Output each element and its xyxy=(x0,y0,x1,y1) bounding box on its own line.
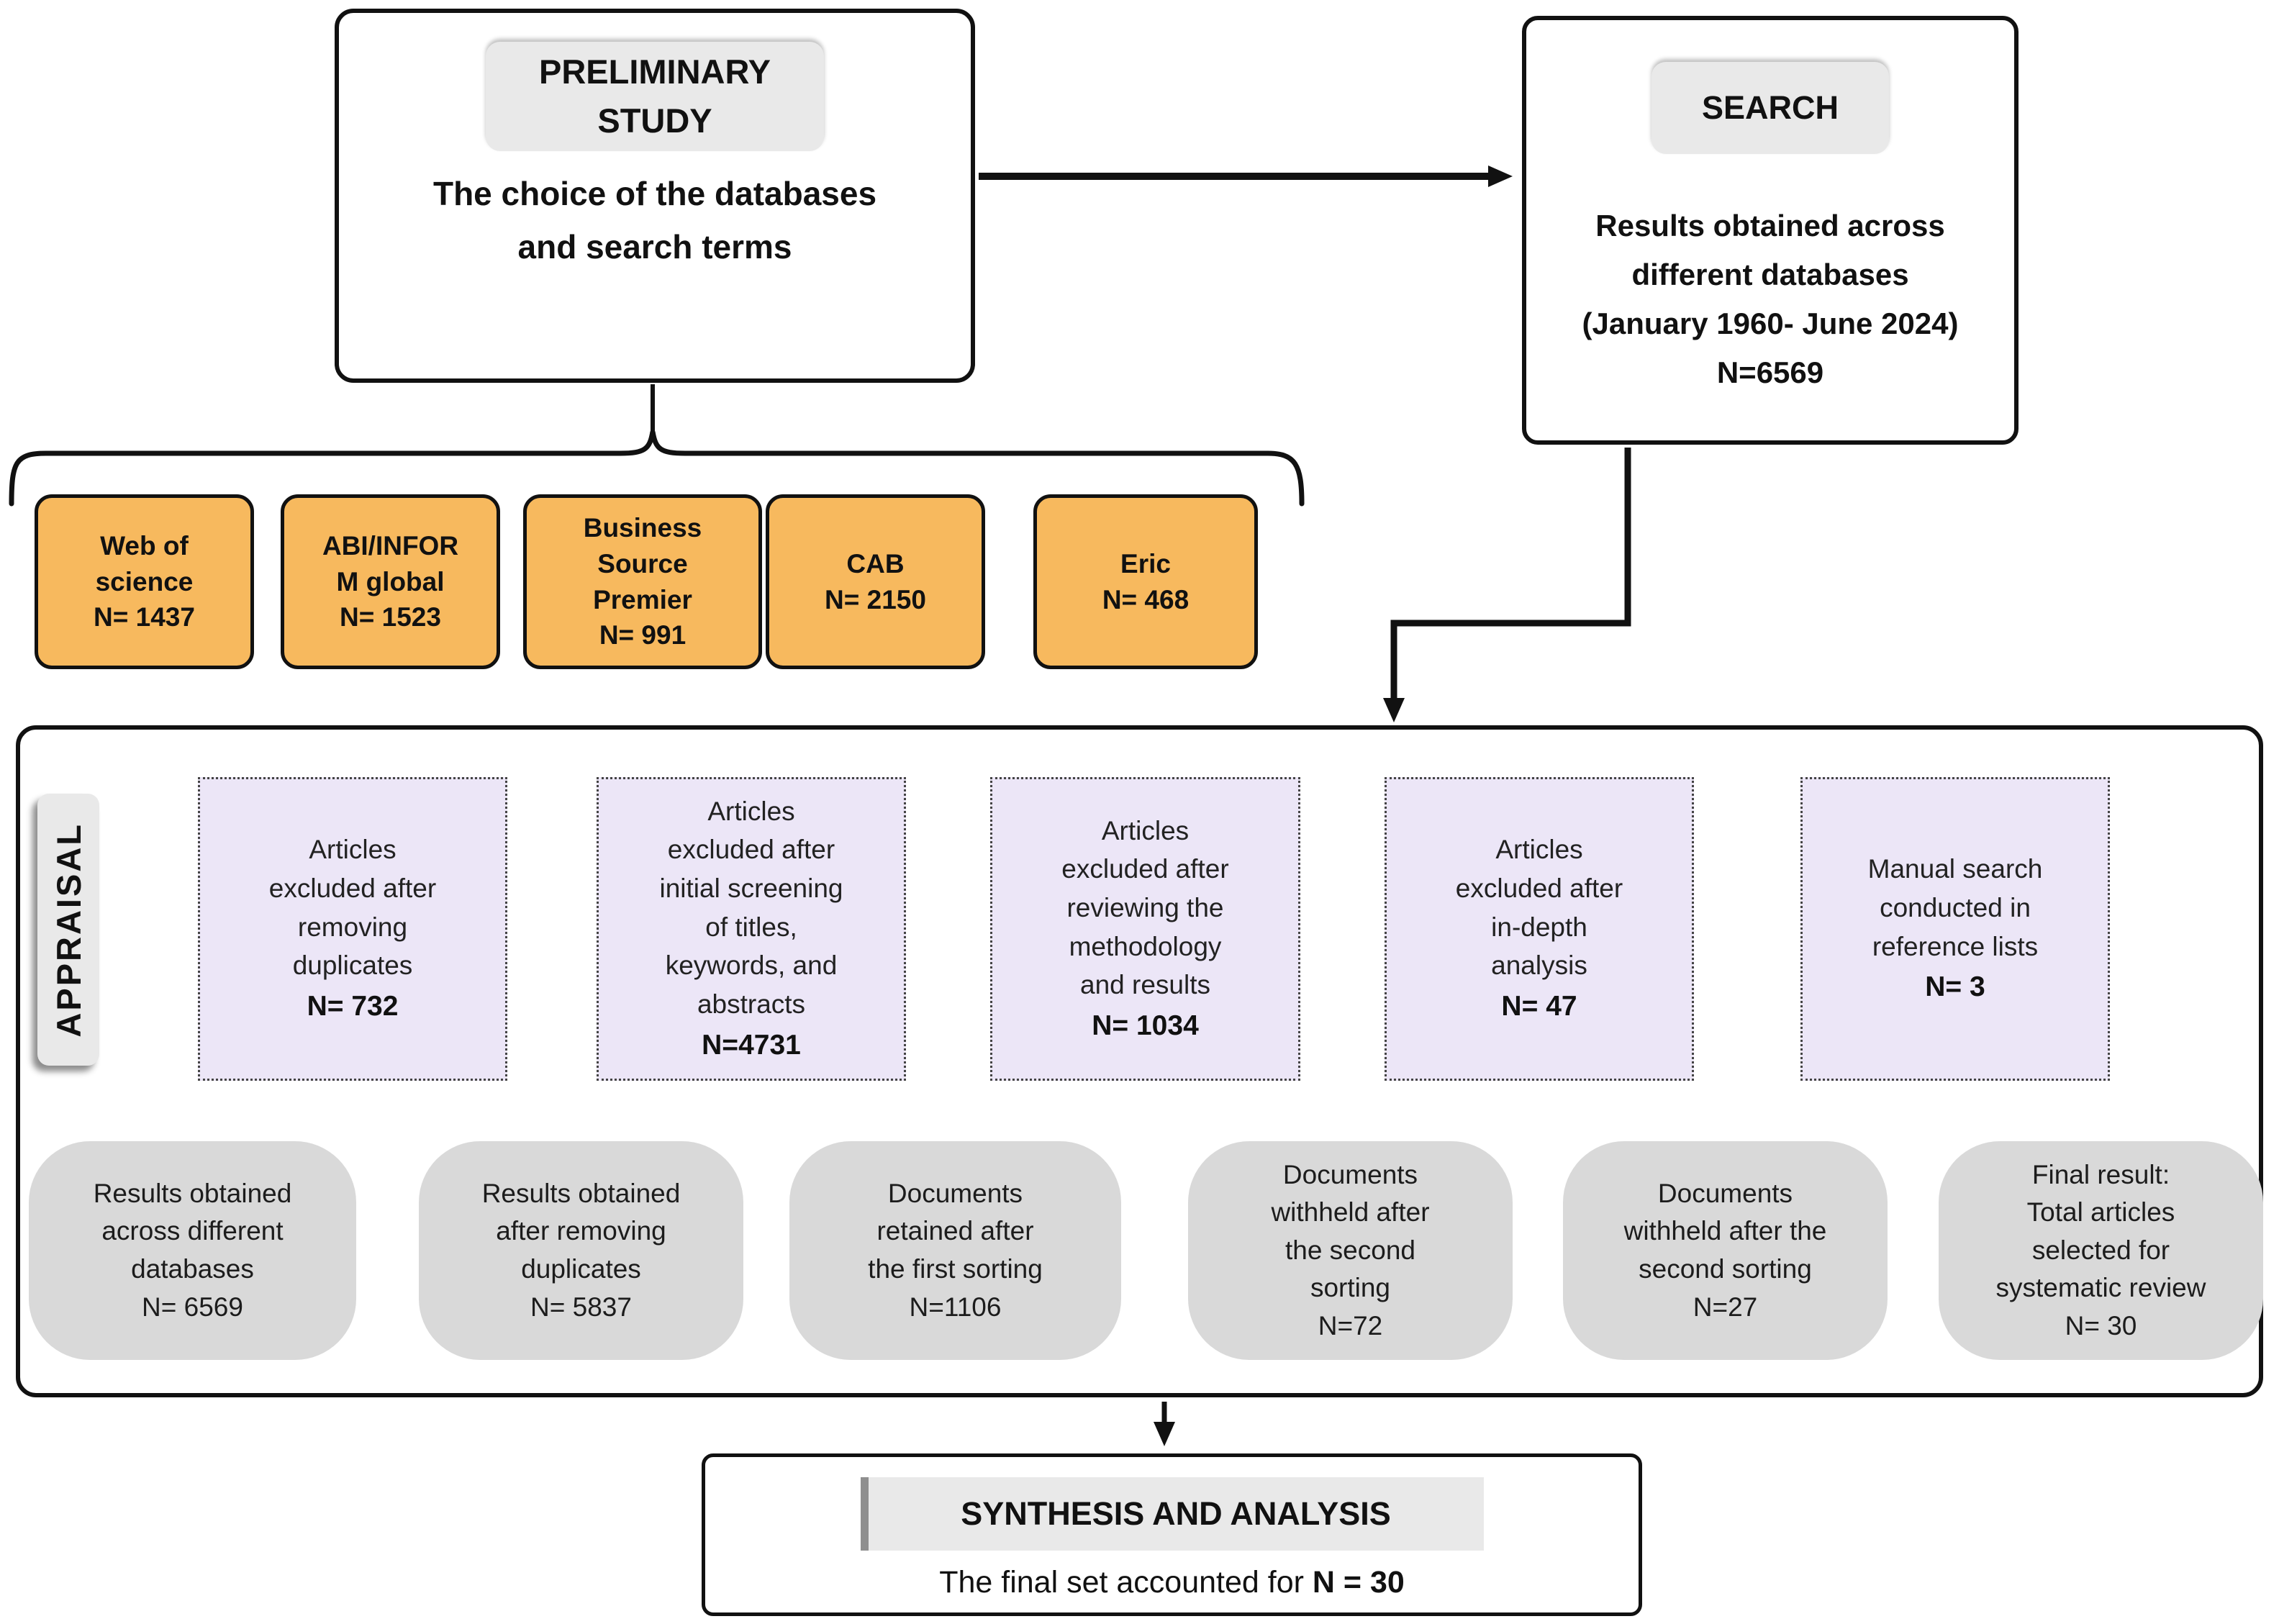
brace-databases xyxy=(9,431,1305,507)
preliminary-study-text: The choice of the databases and search t… xyxy=(432,175,877,266)
search-badge: SEARCH xyxy=(1652,62,1889,154)
flow-box-second-sorting-72: Documents withheld after the second sort… xyxy=(1188,1141,1513,1360)
flow-box-first-sorting: Documents retained after the first sorti… xyxy=(789,1141,1121,1360)
arrow-search-to-appraisal xyxy=(1383,448,1631,722)
excluded-box-initial-screening: Articles excluded after initial screenin… xyxy=(597,777,906,1081)
flow-box-n: N=27 xyxy=(1693,1292,1758,1322)
database-box-abi-inform: ABI/INFOR M global N= 1523 xyxy=(281,494,500,669)
excluded-box-n: N= 47 xyxy=(1501,991,1577,1022)
excluded-box-methodology-review: Articles excluded after reviewing the me… xyxy=(990,777,1300,1081)
flow-box-text: Documents withheld after the second sort… xyxy=(1271,1159,1430,1303)
synthesis-text-prefix: The final set accounted for xyxy=(939,1565,1313,1600)
database-box-cab: CAB N= 2150 xyxy=(766,494,985,669)
flow-box-n: N=72 xyxy=(1318,1310,1383,1341)
flow-box-after-duplicates: Results obtained after removing duplicat… xyxy=(419,1141,743,1360)
database-box-eric: Eric N= 468 xyxy=(1033,494,1258,669)
search-text: Results obtained across different databa… xyxy=(1582,209,1959,390)
excluded-box-n: N=4731 xyxy=(702,1029,801,1061)
synthesis-text-n: N = 30 xyxy=(1312,1565,1405,1600)
flow-box-n: N= 5837 xyxy=(530,1292,632,1322)
flow-box-n: N= 30 xyxy=(2065,1310,2137,1341)
flow-box-final-result: Final result: Total articles selected fo… xyxy=(1939,1141,2263,1360)
manual-search-box: Manual search conducted in reference lis… xyxy=(1800,777,2110,1081)
excluded-box-in-depth-analysis: Articles excluded after in-depth analysi… xyxy=(1385,777,1694,1081)
excluded-box-text: Articles excluded after initial screenin… xyxy=(659,796,843,1019)
database-box-business-source-premier: Business Source Premier N= 991 xyxy=(523,494,762,669)
synthesis-badge: SYNTHESIS AND ANALYSIS xyxy=(860,1477,1484,1551)
flow-box-text: Final result: Total articles selected fo… xyxy=(1995,1159,2206,1303)
synthesis-box: SYNTHESIS AND ANALYSIS The final set acc… xyxy=(702,1453,1642,1616)
flow-box-results-databases: Results obtained across different databa… xyxy=(29,1141,356,1360)
excluded-box-text: Articles excluded after reviewing the me… xyxy=(1061,815,1229,1000)
synthesis-text: The final set accounted for N = 30 xyxy=(705,1565,1639,1600)
appraisal-label-text: APPRAISAL xyxy=(49,822,88,1038)
excluded-box-n: N= 1034 xyxy=(1092,1010,1199,1041)
flow-box-second-sorting-27: Documents withheld after the second sort… xyxy=(1563,1141,1888,1360)
excluded-box-n: N= 732 xyxy=(307,991,399,1022)
flow-box-text: Results obtained across different databa… xyxy=(93,1178,292,1284)
excluded-box-n: N= 3 xyxy=(1925,971,1985,1003)
excluded-box-text: Articles excluded after removing duplica… xyxy=(268,835,437,981)
search-box: SEARCH Results obtained across different… xyxy=(1522,16,2019,445)
flow-box-n: N= 6569 xyxy=(142,1292,243,1322)
flow-box-n: N=1106 xyxy=(909,1292,1002,1322)
appraisal-label: APPRAISAL xyxy=(37,794,99,1066)
preliminary-study-box: PRELIMINARY STUDY The choice of the data… xyxy=(335,9,975,383)
excluded-box-text: Articles excluded after in-depth analysi… xyxy=(1455,835,1623,981)
excluded-box-duplicates: Articles excluded after removing duplica… xyxy=(198,777,507,1081)
preliminary-study-badge: PRELIMINARY STUDY xyxy=(486,42,824,151)
excluded-box-text: Manual search conducted in reference lis… xyxy=(1867,854,2043,961)
flow-box-text: Documents retained after the first sorti… xyxy=(868,1178,1043,1284)
flow-box-text: Results obtained after removing duplicat… xyxy=(481,1178,681,1284)
flow-box-text: Documents withheld after the second sort… xyxy=(1623,1178,1827,1284)
database-box-web-of-science: Web of science N= 1437 xyxy=(35,494,254,669)
